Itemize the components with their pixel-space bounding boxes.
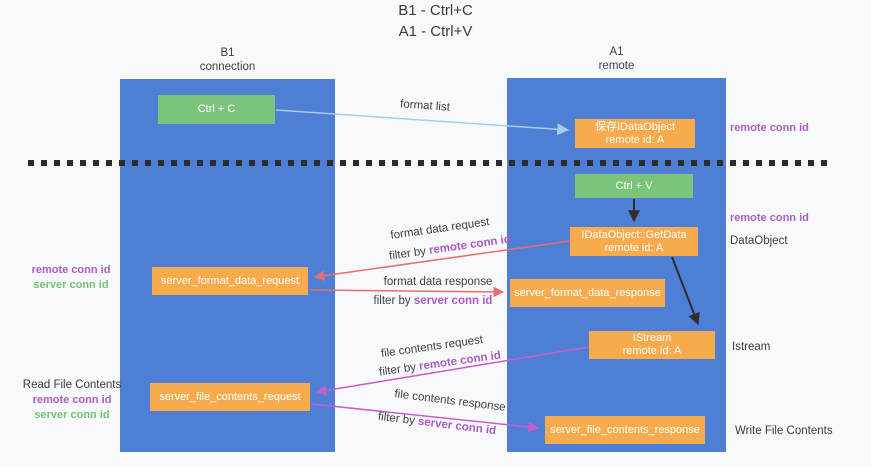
node-saved-idataobject: 保存IDataObject remote id: A [575, 119, 695, 148]
label-read-file-contents: Read File Contents [22, 379, 122, 391]
node-server-format-data-request-label: server_format_data_request [160, 274, 300, 287]
label-server-conn-id-left-2: server conn id [34, 409, 110, 421]
label-server-conn-id-left-1: server conn id [33, 279, 109, 291]
lifeline-a1-name: A1 [609, 46, 624, 58]
lifeline-header-a1: A1 remote [507, 45, 726, 73]
filter-prefix: filter by [377, 410, 419, 428]
label-remote-conn-id-right-2: remote conn id [730, 212, 809, 224]
edge-label-format-list: format list [399, 98, 451, 114]
label-write-file-contents: Write File Contents [735, 425, 833, 437]
node-saved-idataobject-line2: remote id: A [605, 133, 665, 146]
node-server-file-contents-request-label: server_file_contents_request [159, 390, 301, 403]
node-ctrl-v: Ctrl + V [575, 174, 693, 198]
node-server-format-data-request: server_format_data_request [152, 267, 308, 295]
edge-label-file-contents-response: file contents response [393, 388, 507, 414]
node-idataobject-getdata-line1: IDataObject::GetData [581, 228, 687, 241]
filter-prefix: filter by [373, 295, 414, 307]
node-server-format-data-response-label: server_format_data_response [514, 286, 661, 299]
node-server-file-contents-request: server_file_contents_request [150, 383, 310, 411]
edge-label-format-data-response: format data response [383, 276, 493, 288]
node-server-format-data-response: server_format_data_response [510, 279, 665, 307]
lifeline-a1-role: remote [598, 60, 635, 72]
filter-value-remote-conn-id: remote conn id [428, 233, 512, 257]
edge-label-file-contents-response-filter: filter by server conn id [377, 411, 496, 437]
filter-prefix: filter by [388, 244, 430, 263]
diagram-title: B1 - Ctrl+C A1 - Ctrl+V [0, 0, 871, 42]
label-block-read-file-contents: Read File Contents remote conn id server… [16, 378, 128, 423]
filter-value-server-conn-id: server conn id [413, 295, 493, 307]
format-data-response-arrow [309, 286, 505, 298]
node-ctrl-v-label: Ctrl + V [615, 179, 653, 192]
node-idataobject-getdata-line2: remote id: A [604, 241, 664, 254]
node-server-file-contents-response-label: server_file_contents_response [550, 423, 700, 436]
node-istream-line2: remote id: A [622, 345, 682, 357]
label-remote-conn-id-left-1: remote conn id [31, 264, 111, 276]
title-line-1: B1 - Ctrl+C [398, 2, 473, 19]
edge-label-format-data-response-filter: filter by server conn id [374, 295, 493, 307]
node-idataobject-getdata: IDataObject::GetData remote id: A [570, 227, 698, 256]
filter-prefix: filter by [378, 360, 420, 379]
title-line-2: A1 - Ctrl+V [398, 23, 473, 40]
lifeline-b1-name: B1 [220, 47, 235, 59]
node-server-file-contents-response: server_file_contents_response [545, 416, 705, 444]
lifeline-header-b1: B1 connection [120, 46, 335, 74]
label-remote-conn-id-left-2: remote conn id [32, 394, 112, 406]
label-remote-conn-id-right-1: remote conn id [730, 122, 809, 134]
node-ctrl-c: Ctrl + C [158, 95, 275, 124]
lifeline-b1-role: connection [199, 61, 256, 73]
filter-value-server-conn-id: server conn id [417, 415, 497, 438]
node-istream-line1: IStream [632, 332, 672, 344]
label-block-format-conn-ids: remote conn id server conn id [16, 263, 126, 293]
node-saved-idataobject-line1: 保存IDataObject [594, 120, 676, 133]
node-ctrl-c-label: Ctrl + C [197, 103, 236, 115]
label-dataobject: DataObject [730, 235, 788, 247]
node-istream: IStream remote id: A [589, 331, 715, 359]
label-istream: Istream [732, 341, 771, 353]
